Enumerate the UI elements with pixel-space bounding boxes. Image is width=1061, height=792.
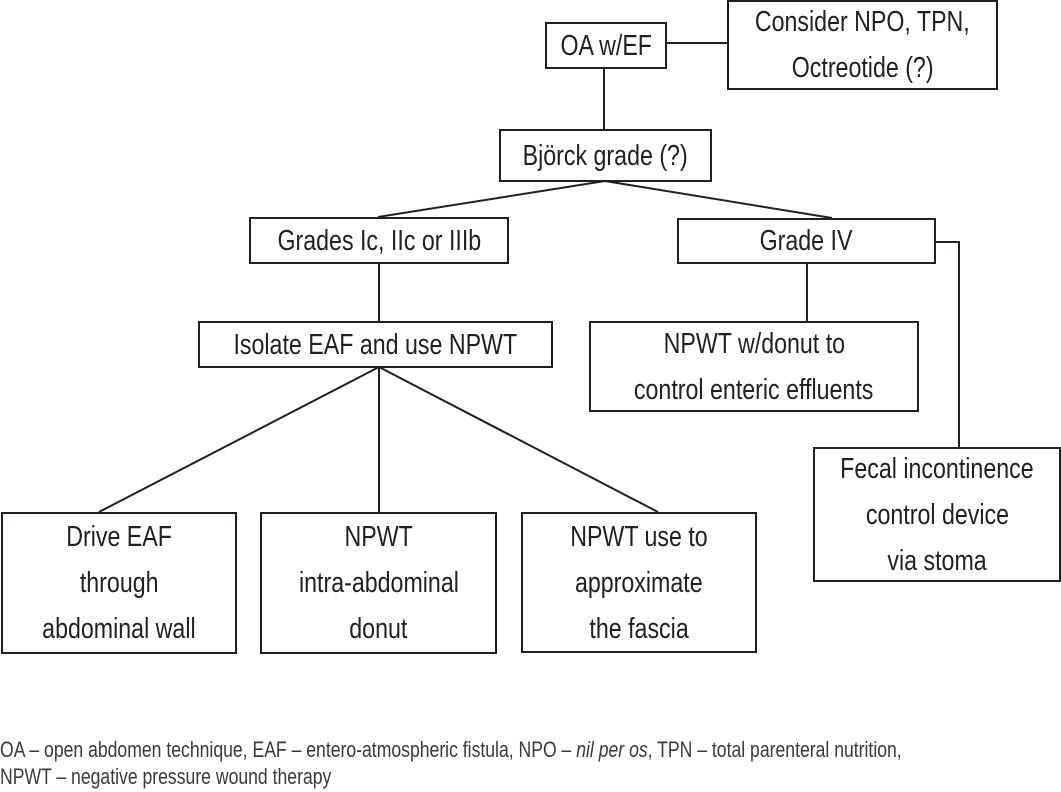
node-oa-wef: OA w/EF [545, 22, 667, 69]
node-label-line: approximate [575, 566, 703, 599]
node-label: Grades Ic, IIc or IIIb [277, 224, 481, 257]
node-label-line: control device [865, 498, 1009, 531]
node-label-line: NPWT w/donut to [663, 327, 845, 360]
node-grades-ic-iic-iiib: Grades Ic, IIc or IIIb [249, 217, 509, 264]
node-label-line: Octreotide (?) [791, 52, 934, 84]
node-label: Grade IV [760, 225, 853, 257]
node-label: Isolate EAF and use NPWT [233, 328, 518, 361]
node-label-line: Fecal incontinence [840, 452, 1034, 485]
node-fecal-incontinence: Fecal incontinence control device via st… [813, 447, 1061, 582]
flowchart-connectors [98, 42, 960, 513]
footnote-text: NPWT – negative pressure wound therapy [0, 764, 332, 789]
node-label-line: through [79, 567, 159, 599]
footnote-line-2: NPWT – negative pressure wound therapy [0, 764, 331, 790]
node-grade-iv: Grade IV [677, 218, 936, 264]
edge-isolate-drive [98, 366, 380, 513]
edge-bjorck-grade-iv [604, 180, 833, 219]
node-label: Björck grade (?) [522, 139, 689, 172]
node-label-line: abdominal wall [42, 613, 196, 645]
node-label-line: intra-abdominal [298, 567, 459, 599]
node-label-line: donut [349, 613, 408, 645]
node-consider-npo-tpn: Consider NPO, TPN, Octreotide (?) [727, 0, 998, 90]
edge-bjorck-grades-low [377, 180, 606, 218]
node-isolate-eaf: Isolate EAF and use NPWT [198, 321, 553, 368]
node-label-line: control enteric effluents [634, 373, 874, 406]
node-label-line: NPWT [344, 521, 413, 553]
node-label-line: the fascia [589, 612, 689, 645]
footnote-text: OA – open abdomen technique, EAF – enter… [0, 737, 577, 762]
footnote-line-1: OA – open abdomen technique, EAF – enter… [0, 737, 902, 763]
footnote-text: , TPN – total parenteral nutrition, [647, 737, 902, 762]
node-npwt-fascia: NPWT use to approximate the fascia [521, 512, 757, 653]
node-label-line: via stoma [887, 544, 987, 577]
node-label-line: Drive EAF [66, 521, 172, 553]
node-label: OA w/EF [560, 29, 652, 62]
node-drive-eaf: Drive EAF through abdominal wall [1, 512, 237, 654]
footnote-italic-text: nil per os [576, 737, 648, 762]
edge-grade-iv-fecal [935, 241, 960, 447]
edge-isolate-npwt-fascia [378, 366, 659, 513]
node-label-line: Consider NPO, TPN, [755, 6, 970, 38]
node-bjorck-grade: Björck grade (?) [499, 129, 712, 182]
node-label-line: NPWT use to [570, 520, 708, 553]
node-npwt-donut-control: NPWT w/donut to control enteric effluent… [589, 321, 919, 412]
node-npwt-intra-abdominal: NPWT intra-abdominal donut [260, 512, 497, 654]
